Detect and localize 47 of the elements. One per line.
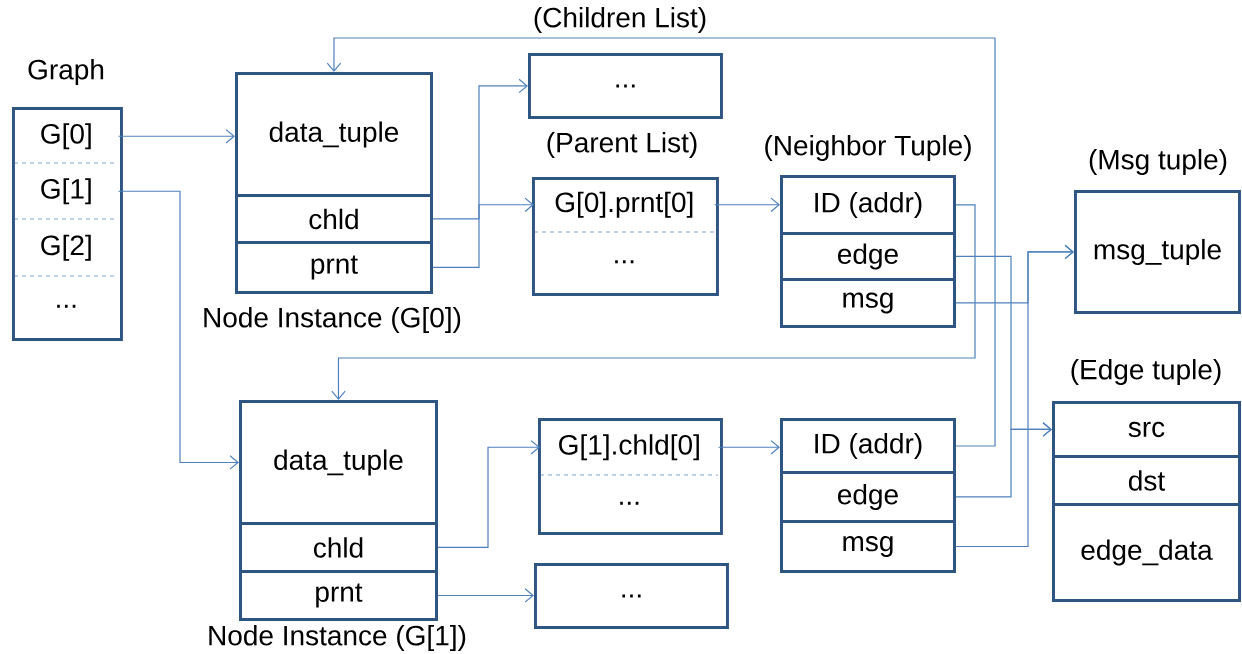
field-cell: ID (addr) — [780, 175, 956, 235]
heading-label: (Neighbor Tuple) — [765, 134, 971, 162]
heading-label: (Children List) — [534, 6, 706, 34]
arrow — [117, 129, 235, 144]
heading-label: Graph — [28, 58, 104, 86]
arrow — [326, 37, 996, 447]
arrow — [713, 197, 780, 213]
field-cell: src — [1052, 401, 1241, 458]
list-entry: G[2] — [41, 234, 91, 261]
caption-label: Node Instance (G[0]) — [204, 306, 461, 334]
arrow — [117, 190, 239, 470]
field-cell: chld — [235, 194, 433, 244]
arrow — [437, 588, 534, 603]
heading-label: (Msg tuple) — [1089, 148, 1227, 176]
list-entry: G[1] — [41, 178, 91, 205]
heading-label: (Parent List) — [547, 131, 697, 159]
record-box: ... — [534, 563, 729, 629]
field-cell: prnt — [239, 570, 438, 621]
record-box: msg_tuple — [1074, 190, 1241, 314]
record-box — [538, 418, 723, 535]
field-cell: edge — [780, 471, 956, 523]
arrow — [955, 422, 1052, 498]
list-entry: ... — [615, 260, 634, 264]
arrow — [432, 78, 528, 220]
list-entry: G[0].prnt[0] — [555, 191, 693, 218]
field-cell: msg — [780, 278, 956, 328]
field-cell: edge_data — [1052, 503, 1241, 602]
list-entry: G[0] — [41, 123, 91, 150]
arrow — [717, 440, 780, 455]
field-cell: data_tuple — [235, 72, 433, 197]
heading-label: (Edge tuple) — [1071, 358, 1221, 386]
arrow — [331, 204, 976, 400]
field-cell: dst — [1052, 455, 1241, 506]
field-cell: data_tuple — [239, 400, 438, 525]
field-cell: prnt — [235, 241, 433, 294]
list-entry: G[1].chld[0] — [559, 434, 699, 461]
arrow — [437, 440, 540, 549]
field-cell: msg — [780, 520, 956, 573]
field-cell: edge — [780, 232, 956, 281]
arrow — [432, 197, 534, 269]
arrow — [955, 244, 1074, 548]
field-cell: ID (addr) — [780, 418, 956, 474]
field-cell: chld — [239, 522, 438, 573]
list-entry: ... — [620, 501, 639, 505]
caption-label: Node Instance (G[1]) — [209, 624, 466, 652]
list-entry: ... — [57, 304, 76, 308]
record-box: ... — [528, 53, 723, 119]
